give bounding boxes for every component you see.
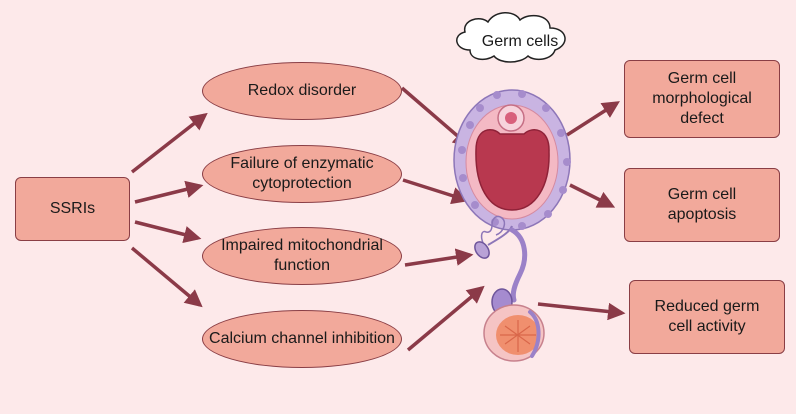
arrow-ssris-enzymatic	[134, 180, 204, 204]
cloud-icon	[456, 12, 566, 63]
calcium-channel-node: Calcium channel inhibition	[202, 310, 402, 368]
mitochondrial-function-node: Impaired mitochondrial function	[202, 227, 402, 285]
arrow-mitochondrial-sperm	[404, 248, 474, 267]
germ-cell-apoptosis-node: Germ cell apoptosis	[624, 168, 780, 242]
ssris-node: SSRIs	[15, 177, 130, 241]
arrow-ssris-mitochondrial	[134, 220, 202, 244]
testis-icon	[483, 227, 545, 362]
arrow-follicle-morphology	[566, 101, 620, 137]
germ-cells-cloud-label: Germ cells	[481, 33, 559, 50]
morphological-defect-node: Germ cell morphological defect	[624, 60, 780, 138]
ovarian-follicle-icon	[453, 89, 571, 231]
arrow-enzymatic-follicle	[402, 178, 470, 205]
arrow-follicle-apoptosis	[569, 183, 616, 208]
sperm-icon	[474, 215, 513, 259]
enzymatic-cytoprotection-node: Failure of enzymatic cytoprotection	[202, 145, 402, 203]
redox-disorder-node: Redox disorder	[202, 62, 402, 120]
reduced-activity-node: Reduced germ cell activity	[629, 280, 785, 354]
arrow-calcium-testis	[406, 285, 485, 352]
arrow-ssris-calcium	[130, 246, 203, 308]
arrow-testis-activity	[537, 302, 626, 321]
arrow-ssris-redox	[130, 112, 208, 174]
